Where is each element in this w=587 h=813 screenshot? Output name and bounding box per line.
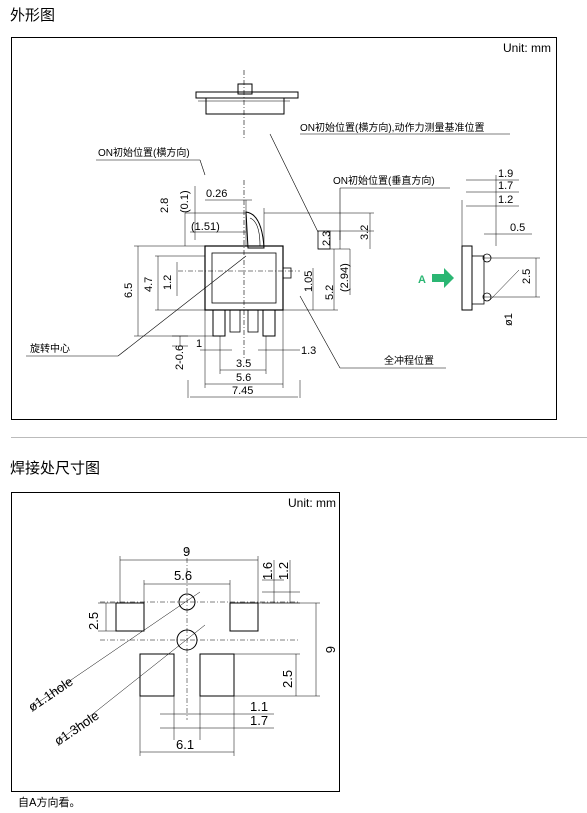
outline-unit: Unit: mm — [503, 41, 551, 55]
side-dim-0-5: 0.5 — [510, 222, 525, 234]
leader-lines — [26, 133, 510, 369]
solder-dim-2-5-a: 2.5 — [86, 612, 101, 630]
dim-6-5: 6.5 — [123, 283, 135, 298]
view-a-label: A — [418, 274, 426, 286]
solder-dim-6-1: 6.1 — [176, 737, 194, 752]
solder-dim-1-6: 1.6 — [260, 562, 275, 580]
solder-dim-1-2: 1.2 — [276, 562, 291, 580]
dim-2-0-6: 2-0.6 — [174, 345, 186, 370]
dim-1-2: 1.2 — [162, 275, 174, 290]
solder-hole-1-3: ø1.3hole — [51, 708, 101, 749]
outline-frame: Unit: mm — [11, 37, 557, 420]
callout-on-horizontal-measure: ON初始位置(横方向),动作力测量基准位置 — [300, 121, 484, 134]
outline-drawing: ON初始位置(横方向),动作力测量基准位置 ON初始位置(横方向) ON初始位置… — [26, 70, 540, 398]
solder-hole-1-1: ø1.1hole — [25, 674, 75, 715]
outline-title: 外形图 — [10, 6, 56, 24]
side-dim-1-7: 1.7 — [498, 180, 513, 192]
dim-0-1: (0.1) — [179, 190, 191, 213]
dim-7-45: 7.45 — [232, 385, 253, 397]
dim-2-8: 2.8 — [159, 198, 171, 213]
side-dim-2-5: 2.5 — [521, 269, 533, 284]
dim-2-3: 2.3 — [321, 231, 333, 246]
callout-on-horizontal: ON初始位置(横方向) — [98, 146, 190, 159]
solder-dim-6: 6 — [323, 646, 338, 653]
solder-unit: Unit: mm — [288, 496, 336, 510]
dim-0-26: 0.26 — [206, 188, 227, 200]
side-dim-1-9: 1.9 — [498, 168, 513, 180]
side-dim-phi-1: ø1 — [503, 313, 515, 326]
dim-3-5: 3.5 — [236, 358, 251, 370]
right-view — [461, 175, 540, 311]
section-divider — [11, 437, 587, 438]
solder-title: 焊接处尺寸图 — [10, 459, 101, 477]
solder-dim-9: 9 — [183, 544, 190, 559]
solder-dim-1-7: 1.7 — [250, 713, 268, 728]
side-dim-lines — [134, 186, 374, 398]
solder-frame: Unit: mm — [11, 492, 340, 792]
solder-dim-1-1: 1.1 — [250, 699, 268, 714]
dim-1: 1 — [196, 338, 202, 350]
dim-1-51: (1.51) — [191, 221, 220, 233]
callout-rotation-center: 旋转中心 — [30, 342, 70, 355]
dim-1-3: 1.3 — [301, 345, 316, 357]
dim-5-2: 5.2 — [324, 285, 336, 300]
callout-on-vertical: ON初始位置(垂直方向) — [333, 174, 435, 187]
top-view — [195, 70, 299, 140]
callout-full-stroke: 全冲程位置 — [384, 354, 434, 367]
dim-1-05: 1.05 — [303, 271, 315, 292]
view-a-arrow-icon — [432, 268, 454, 288]
dim-5-6: 5.6 — [236, 372, 251, 384]
solder-dim-5-6: 5.6 — [174, 568, 192, 583]
side-dim-1-2: 1.2 — [498, 194, 513, 206]
solder-dim-2-5-b: 2.5 — [280, 670, 295, 688]
dim-2-94: (2.94) — [339, 263, 351, 292]
dim-3-2: 3.2 — [359, 225, 371, 240]
dim-4-7: 4.7 — [143, 277, 155, 292]
solder-note: 自A方向看。 — [18, 796, 81, 809]
